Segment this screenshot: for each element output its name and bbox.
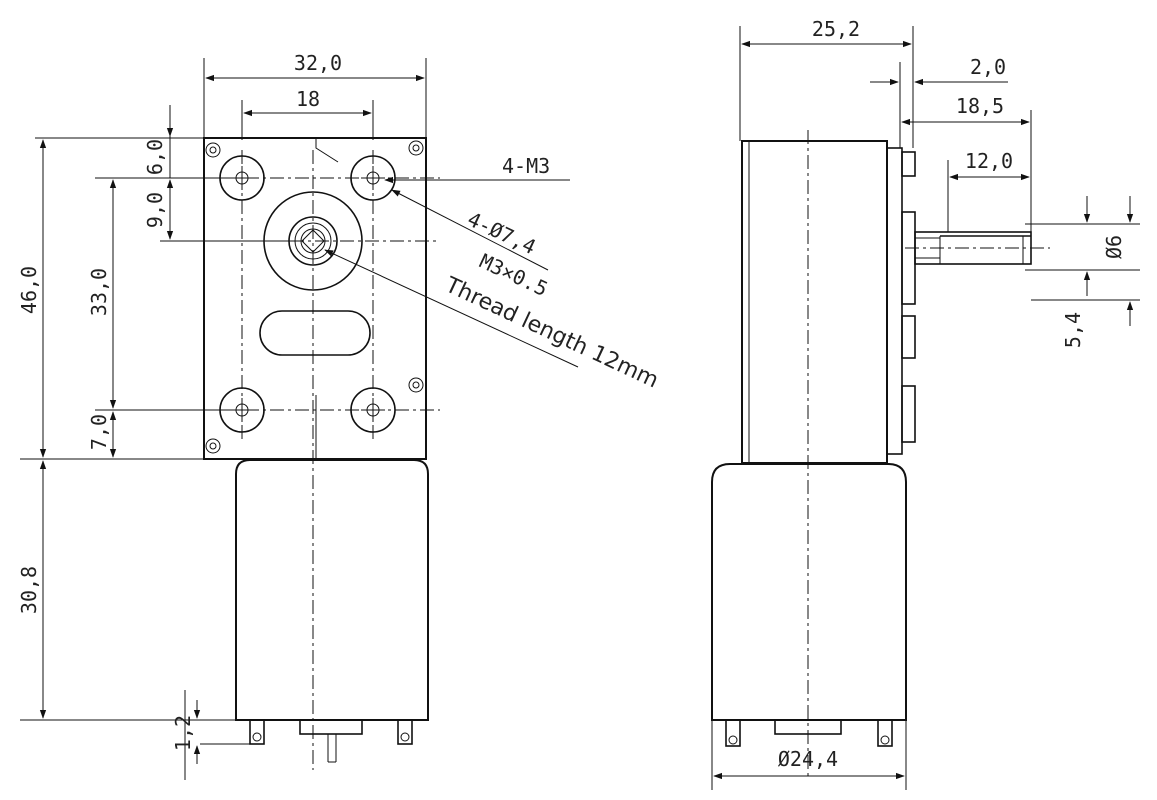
- motor-can: [235, 459, 429, 721]
- side-dimension-lines: [713, 40, 1134, 780]
- oblong-slot: [259, 310, 371, 356]
- housing-split-line: [315, 138, 339, 459]
- front-leaders: [324, 176, 579, 368]
- side-centerline: [807, 130, 1050, 780]
- side-motor-terminals: [725, 719, 893, 747]
- side-bosses: [901, 151, 916, 443]
- side-motor-can: [711, 463, 907, 721]
- dim-shaft-diameter: Ø6: [1102, 235, 1126, 259]
- dim-flat-12: 12,0: [965, 149, 1013, 173]
- side-extension-lines: [711, 26, 1140, 790]
- dim-height-46: 46,0: [17, 266, 41, 314]
- mounting-holes: [219, 155, 396, 433]
- front-view: 32,0 18 46,0 6,0 9,0 33,0 7,0 30,8 1,2 4…: [17, 51, 662, 780]
- note-mount-diameter: 4-Ø7,4: [464, 207, 540, 259]
- front-dimension-lines: [39, 74, 425, 764]
- dim-bottom-offset-7: 7,0: [87, 414, 111, 450]
- dim-shaft-18: 18,5: [956, 94, 1004, 118]
- dim-motor-diameter: Ø24,4: [778, 747, 838, 771]
- dim-motor-length-30: 30,8: [17, 566, 41, 614]
- dim-hole-spacing-33: 33,0: [87, 268, 111, 316]
- note-thread-length: Thread length 12mm: [441, 272, 663, 393]
- side-view: 25,2 2,0 18,5 12,0 Ø6 5,4 Ø24,4: [711, 17, 1140, 790]
- dim-shaft-offset-9: 9,0: [143, 192, 167, 228]
- dim-top-offset-6: 6,0: [143, 139, 167, 175]
- corner-screws: [205, 140, 424, 454]
- side-gearbox-body: [741, 140, 888, 464]
- front-extension-lines: [20, 58, 427, 780]
- front-centerlines: [190, 150, 440, 770]
- side-flange-plate: [886, 147, 903, 455]
- dim-terminal-1-2: 1,2: [171, 715, 195, 751]
- note-mount-thread: 4-M3: [502, 154, 550, 178]
- dim-hole-spacing-18: 18: [296, 87, 320, 111]
- dim-width-32: 32,0: [294, 51, 342, 75]
- dim-flange-2: 2,0: [970, 55, 1006, 79]
- dim-depth-25: 25,2: [812, 17, 860, 41]
- motor-terminals: [249, 719, 413, 763]
- dim-flat-5: 5,4: [1061, 312, 1085, 348]
